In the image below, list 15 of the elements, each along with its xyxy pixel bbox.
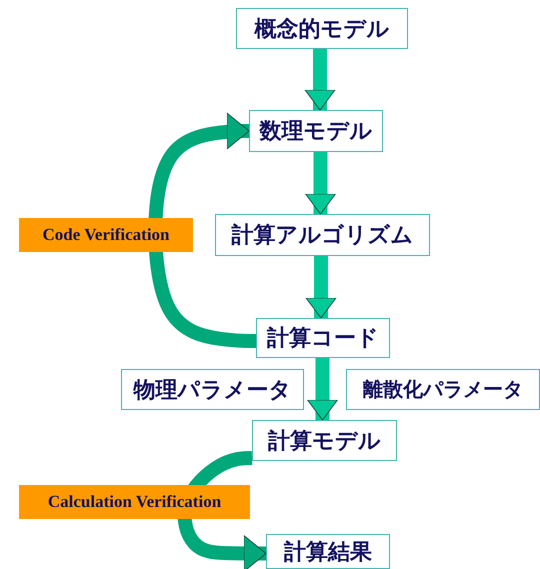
process-box: 計算アルゴリズム — [215, 214, 430, 256]
process-box: 計算コード — [256, 318, 390, 358]
edge-label: Calculation Verification — [19, 485, 250, 519]
process-box: 計算結果 — [266, 534, 390, 569]
process-box: 数理モデル — [249, 110, 383, 152]
block-arrow — [305, 152, 336, 214]
block-arrow — [306, 256, 336, 318]
curved-arrow — [148, 112, 258, 348]
block-arrow — [304, 49, 336, 110]
process-box: 物理パラメータ — [121, 369, 304, 410]
process-box: 概念的モデル — [236, 8, 408, 49]
block-arrow — [307, 358, 338, 420]
edge-label: Code Verification — [19, 218, 193, 252]
process-box: 計算モデル — [252, 420, 397, 461]
process-box: 離散化パラメータ — [346, 369, 540, 410]
